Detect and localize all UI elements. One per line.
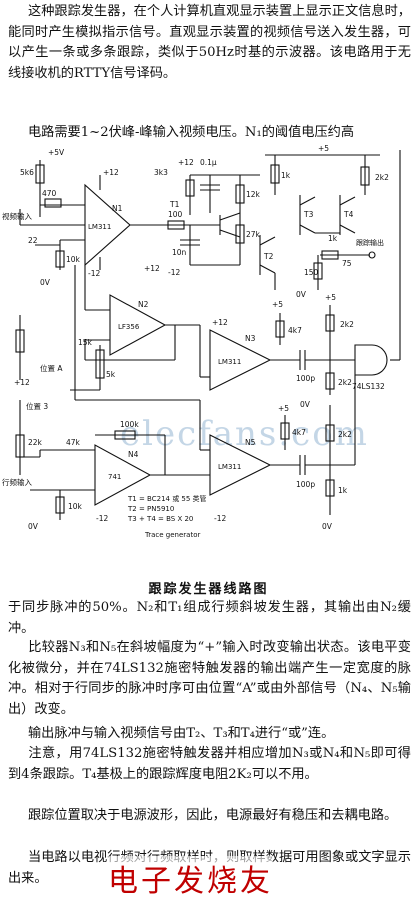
- comparator-n3-symbol: [209, 329, 272, 391]
- label-n3-tag: N3: [245, 334, 256, 343]
- label-v0-b: 0V: [296, 290, 307, 299]
- label-plus12-a: +12: [103, 168, 119, 177]
- intro-paragraph: 这种跟踪发生器，在个人计算机直观显示装置上显示正文信息时，能同时产生模拟指示信号…: [0, 2, 417, 84]
- label-r470: 470: [42, 189, 57, 198]
- label-plus12-e: +12: [14, 378, 30, 387]
- label-r2k2-d: 2k2: [338, 430, 352, 439]
- label-trace-out: 跟踪输出: [356, 238, 384, 247]
- label-v0-a: 0V: [40, 278, 51, 287]
- label-plus12-b: +12: [178, 158, 194, 167]
- label-r75: 75: [342, 259, 352, 268]
- label-pos-a: 位置 A: [40, 363, 63, 373]
- label-n1-chip: LM311: [88, 223, 111, 231]
- label-r5k: 5k: [106, 370, 116, 379]
- label-c01u: 0.1μ: [200, 158, 217, 167]
- brand-watermark: 电子发烧友: [108, 856, 273, 900]
- label-r22-a: 22: [28, 236, 38, 245]
- label-r10k-a: 10k: [66, 255, 81, 264]
- label-pos3: 位置 3: [26, 401, 48, 411]
- label-plus5-c: +5: [318, 145, 329, 153]
- voltage-text: 电路需要1~2伏峰-峰输入视频电压。N₁的阈值电压约高: [28, 125, 355, 140]
- label-r2k2-c: 2k2: [338, 378, 352, 387]
- label-plus5-d: +5: [272, 300, 283, 309]
- label-r1k-c: 1k: [338, 486, 348, 495]
- label-n4-chip: 741: [108, 473, 121, 481]
- label-n1-tag: N1: [112, 204, 123, 213]
- label-n5-tag: N5: [245, 438, 256, 447]
- label-r3k3: 3k3: [154, 168, 168, 177]
- label-plus12-c: +12: [144, 264, 160, 273]
- label-plus5-e: +5: [325, 293, 336, 302]
- label-n2-chip: LF356: [118, 323, 140, 331]
- voltage-paragraph: 电路需要1~2伏峰-峰输入视频电压。N₁的阈值电压约高: [0, 123, 417, 144]
- label-c100p-b: 100p: [296, 480, 315, 489]
- label-r47k: 47k: [66, 438, 81, 447]
- or-paragraph: 输出脉冲与输入视频信号由T₂、T₃和T₄进行“或”连。: [0, 724, 417, 745]
- label-c10n: 10n: [172, 248, 187, 257]
- label-r5k6: 5k6: [20, 168, 34, 177]
- label-v5-top: +5V: [48, 148, 65, 157]
- label-r27k: 27k: [246, 230, 261, 239]
- label-r15k: 15k: [78, 338, 93, 347]
- ramp-text: 于同步脉冲的50%。N₂和T₁组成行频斜坡发生器，其输出由N₂缓冲。: [8, 600, 411, 636]
- label-r10k-b: 10k: [68, 502, 83, 511]
- label-n4-tag: N4: [128, 450, 139, 459]
- schmitt-gate-symbol: [354, 344, 388, 376]
- label-t1-part: T1 = BC214 或 55 类管: [127, 494, 207, 503]
- label-minus12-a: -12: [88, 269, 100, 278]
- label-v0-e: 0V: [322, 522, 333, 531]
- label-r12k: 12k: [246, 190, 261, 199]
- label-r100k: 100k: [120, 420, 139, 429]
- label-t4: T4: [343, 210, 354, 219]
- label-minus12-b: -12: [168, 268, 180, 277]
- comparator-text: 比较器N₃和N₅在斜坡幅度为“+”输入时改变输出状态。该电平变化被微分，并在74…: [8, 640, 411, 717]
- label-t2-part: T2 = PN5910: [127, 505, 174, 513]
- label-t34-part: T3 + T4 = BS X 20: [127, 515, 193, 523]
- label-r1k-b: 1k: [328, 234, 338, 243]
- supply-paragraph: 跟踪位置取决于电源波形，因此，电源最好有稳压和去耦电路。: [0, 806, 417, 827]
- label-video-in: 视频输入: [2, 211, 32, 221]
- label-r150: 150: [304, 268, 319, 277]
- label-v0-d: 0V: [28, 522, 39, 531]
- ramp-paragraph: 于同步脉冲的50%。N₂和T₁组成行频斜坡发生器，其输出由N₂缓冲。: [0, 598, 417, 639]
- op-amp-n2-symbol: [109, 294, 167, 356]
- note-text: 注意，用74LS132施密特触发器并相应增加N₃或N₄和N₅即可得到4条跟踪。T…: [8, 746, 411, 782]
- label-t3: T3: [303, 210, 314, 219]
- label-r2k2-b: 2k2: [340, 320, 354, 329]
- label-minus12-d: -12: [214, 514, 226, 523]
- label-r4k7-a: 4k7: [288, 326, 302, 335]
- label-line-sync: 行频输入: [2, 477, 32, 487]
- label-n3-chip: LM311: [218, 358, 241, 366]
- intro-text: 这种跟踪发生器，在个人计算机直观显示装置上显示正文信息时，能同时产生模拟指示信号…: [8, 4, 411, 81]
- label-n5-chip: LM311: [218, 463, 241, 471]
- label-r4k7-b: 4k7: [292, 428, 306, 437]
- label-r2k2-a: 2k2: [375, 173, 389, 182]
- label-minus12-c: -12: [96, 514, 108, 523]
- watermark-text: elecfans.com: [120, 414, 369, 454]
- op-amp-n4-symbol: [94, 444, 152, 506]
- label-chip74: 74LS132: [352, 382, 385, 391]
- supply-text: 跟踪位置取决于电源波形，因此，电源最好有稳压和去耦电路。: [28, 808, 398, 823]
- figure-caption: 跟踪发生器线路图: [148, 582, 269, 597]
- label-v0-c: 0V: [300, 400, 311, 409]
- label-t1: T1: [169, 200, 180, 209]
- label-n2-tag: N2: [138, 300, 149, 309]
- label-t2: T2: [263, 252, 274, 261]
- label-plus12-d: +12: [212, 318, 228, 327]
- label-r100: 100: [168, 210, 183, 219]
- comparator-paragraph: 比较器N₃和N₅在斜坡幅度为“+”输入时改变输出状态。该电平变化被微分，并在74…: [0, 638, 417, 720]
- circuit-diagram: elecfans.com: [2, 145, 401, 539]
- label-c100p-a: 100p: [296, 374, 315, 383]
- label-r1k: 1k: [281, 171, 291, 180]
- label-plus5-f: +5: [278, 404, 289, 413]
- note-paragraph: 注意，用74LS132施密特触发器并相应增加N₃或N₄和N₅即可得到4条跟踪。T…: [0, 744, 417, 785]
- label-trace-gen: Trace generator: [144, 531, 200, 539]
- label-r22k: 22k: [28, 438, 43, 447]
- comparator-n5-symbol: [209, 434, 272, 496]
- or-text: 输出脉冲与输入视频信号由T₂、T₃和T₄进行“或”连。: [28, 726, 335, 741]
